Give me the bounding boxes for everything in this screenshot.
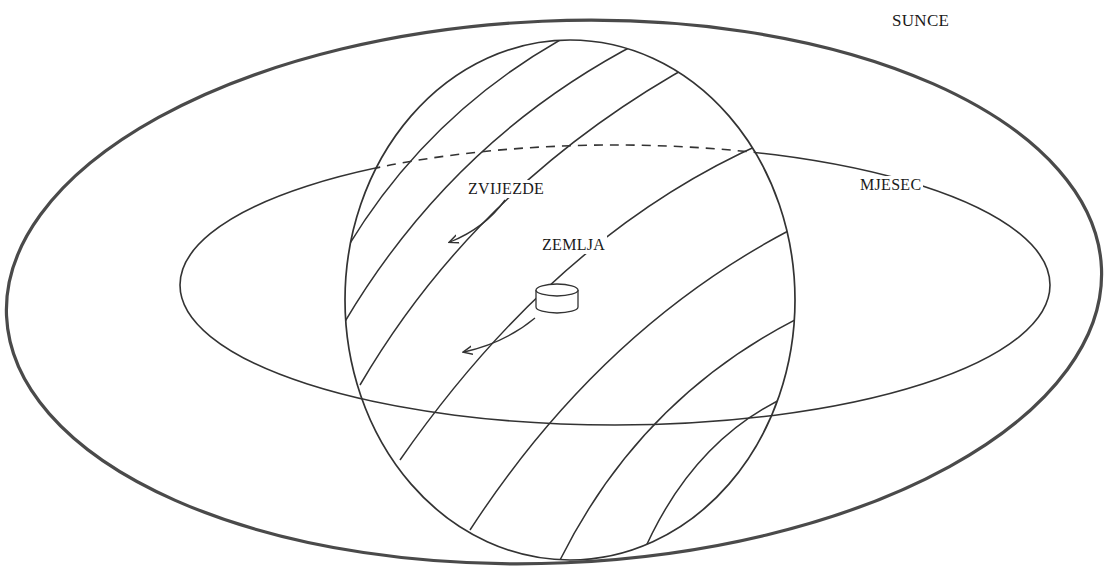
- earth-cylinder: [536, 284, 578, 313]
- star-paths: [340, 40, 795, 560]
- label-text: MJESEC: [858, 176, 923, 194]
- label-text: ZVIJEZDE: [466, 180, 546, 198]
- motion-arrow: [450, 200, 505, 242]
- star-sphere: [345, 40, 795, 560]
- motion-arrow: [464, 318, 535, 352]
- label-text: SUNCE: [890, 12, 951, 31]
- moon-orbit-back: [180, 145, 1050, 285]
- label-text: ZEMLJA: [540, 236, 607, 254]
- moon-orbit: [180, 145, 1050, 425]
